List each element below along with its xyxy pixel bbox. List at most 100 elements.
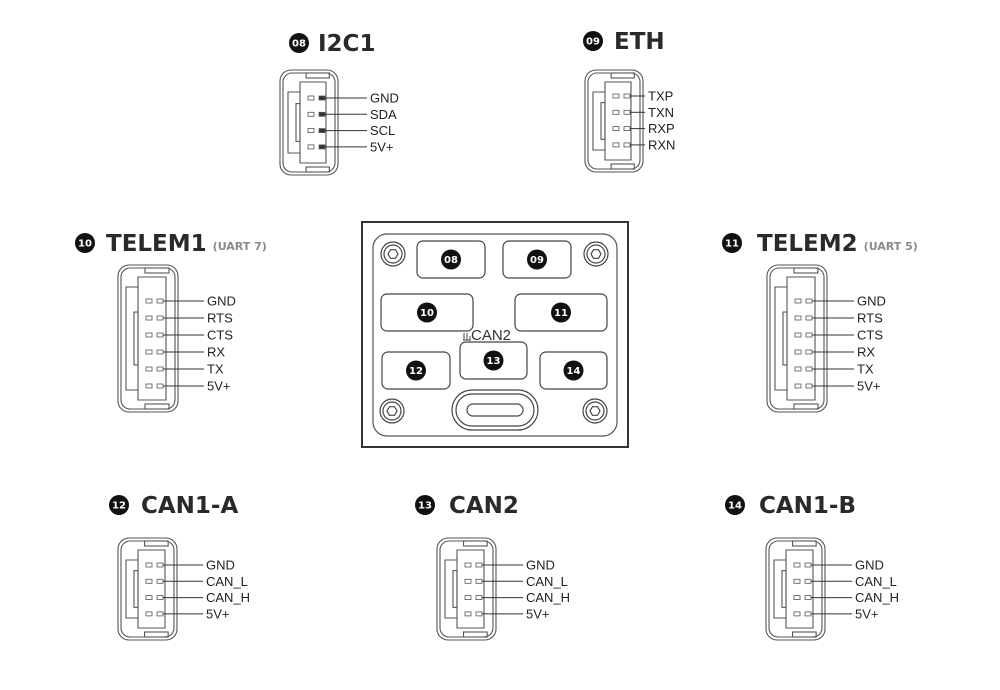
pin-rxn: RXN — [612, 137, 675, 152]
pin-cts: CTS — [145, 328, 233, 343]
pin-rts: RTS — [145, 311, 233, 326]
port-number-badge-icon — [722, 233, 742, 253]
pin-label: 5V+ — [207, 379, 231, 394]
board-port-11: 11 — [514, 293, 608, 332]
pin-label: CAN_L — [855, 574, 897, 589]
screw-icon — [379, 398, 405, 424]
connector-housing-icon — [279, 69, 339, 176]
pin-label: RX — [857, 345, 875, 360]
pin-5v-: 5V+ — [793, 606, 879, 621]
screw-icon — [380, 241, 406, 267]
pin-can-l: CAN_L — [464, 574, 568, 589]
port-number-badge-icon — [527, 249, 547, 270]
pin-label: RXP — [648, 121, 675, 136]
port-number-badge-icon — [563, 360, 584, 381]
pin-label: CAN_H — [206, 590, 250, 605]
port-number: 14 — [567, 366, 581, 377]
port-number: 10 — [78, 239, 92, 250]
screw-icon — [582, 398, 608, 424]
port-number-badge-icon — [583, 31, 603, 51]
pin-gnd: GND — [794, 294, 886, 309]
pin-can-l: CAN_L — [145, 574, 248, 589]
pin-label: CAN_L — [206, 574, 248, 589]
pin-sda: SDA — [307, 107, 397, 122]
port-number: 08 — [292, 39, 306, 50]
board-port-14: 14 — [539, 351, 608, 390]
pin-can-h: CAN_H — [145, 590, 250, 605]
pin-can-h: CAN_H — [464, 590, 570, 605]
pin-rx: RX — [145, 345, 225, 360]
pin-5v-: 5V+ — [794, 379, 881, 394]
pin-gnd: GND — [145, 294, 236, 309]
board-port-12: 12 — [381, 351, 451, 390]
pin-label: GND — [370, 91, 399, 106]
pin-tx: TX — [794, 362, 874, 377]
connector-housing-icon — [584, 69, 644, 173]
pin-scl: SCL — [307, 123, 395, 138]
pin-label: GND — [526, 558, 555, 573]
pin-label: TX — [857, 362, 874, 377]
connector-title: CAN1-A — [141, 493, 238, 519]
pin-tx: TX — [145, 362, 224, 377]
connector-title: CAN1-B — [759, 493, 856, 519]
screw-icon — [583, 241, 609, 267]
pin-gnd: GND — [145, 558, 235, 573]
port-number-badge-icon — [406, 360, 426, 381]
connector-housing-icon — [766, 264, 828, 413]
pin-label: CTS — [207, 328, 233, 343]
pin-label: CTS — [857, 328, 883, 343]
pin-rx: RX — [794, 345, 875, 360]
pin-label: 5V+ — [857, 379, 881, 394]
pin-label: SDA — [370, 107, 397, 122]
connector-title: ETH — [614, 29, 665, 55]
port-number-badge-icon — [441, 249, 461, 270]
port-number: 11 — [554, 308, 568, 319]
pin-can-l: CAN_L — [793, 574, 897, 589]
connector-subtitle: (UART 5) — [864, 240, 918, 253]
port-number: 13 — [418, 501, 432, 512]
pin-rxp: RXP — [612, 121, 675, 136]
pin-label: 5V+ — [526, 606, 550, 621]
pin-5v-: 5V+ — [307, 139, 394, 154]
pin-label: TX — [207, 362, 224, 377]
board-port-13: 13 — [459, 341, 528, 380]
pin-label: RX — [207, 345, 225, 360]
port-number: 08 — [444, 255, 458, 266]
pin-label: RXN — [648, 137, 675, 152]
board-top-view: 08 09 10 11 12 13 14 CAN2 — [361, 221, 629, 448]
port-number: 13 — [487, 356, 501, 367]
port-number-badge-icon — [417, 302, 437, 323]
port-number: 10 — [420, 308, 434, 319]
port-number: 11 — [725, 239, 739, 250]
pin-label: GND — [857, 294, 886, 309]
pin-label: RTS — [207, 311, 233, 326]
silk-marker-icon — [463, 333, 471, 341]
connector-subtitle: (UART 7) — [213, 240, 267, 253]
connector-housing-icon — [765, 537, 826, 641]
pin-label: TXN — [648, 105, 674, 120]
connector-title: I2C1 — [318, 31, 375, 57]
pin-gnd: GND — [307, 91, 399, 106]
pin-label: CAN_H — [855, 590, 899, 605]
silkscreen-label: CAN2 — [471, 327, 511, 344]
pin-label: TXP — [648, 89, 673, 104]
connector-housing-icon — [436, 537, 497, 641]
port-number: 09 — [586, 37, 600, 48]
board-port-09: 09 — [502, 240, 572, 279]
pin-label: GND — [207, 294, 236, 309]
pin-label: RTS — [857, 311, 883, 326]
pin-label: 5V+ — [855, 606, 879, 621]
connector-housing-icon — [117, 537, 178, 641]
port-number-badge-icon — [289, 33, 309, 53]
port-number-badge-icon — [725, 495, 745, 515]
port-number-badge-icon — [109, 495, 129, 515]
pin-5v-: 5V+ — [145, 606, 230, 621]
board-port-08: 08 — [416, 240, 486, 279]
usb-c-port-icon — [451, 389, 539, 431]
pin-5v-: 5V+ — [145, 379, 231, 394]
